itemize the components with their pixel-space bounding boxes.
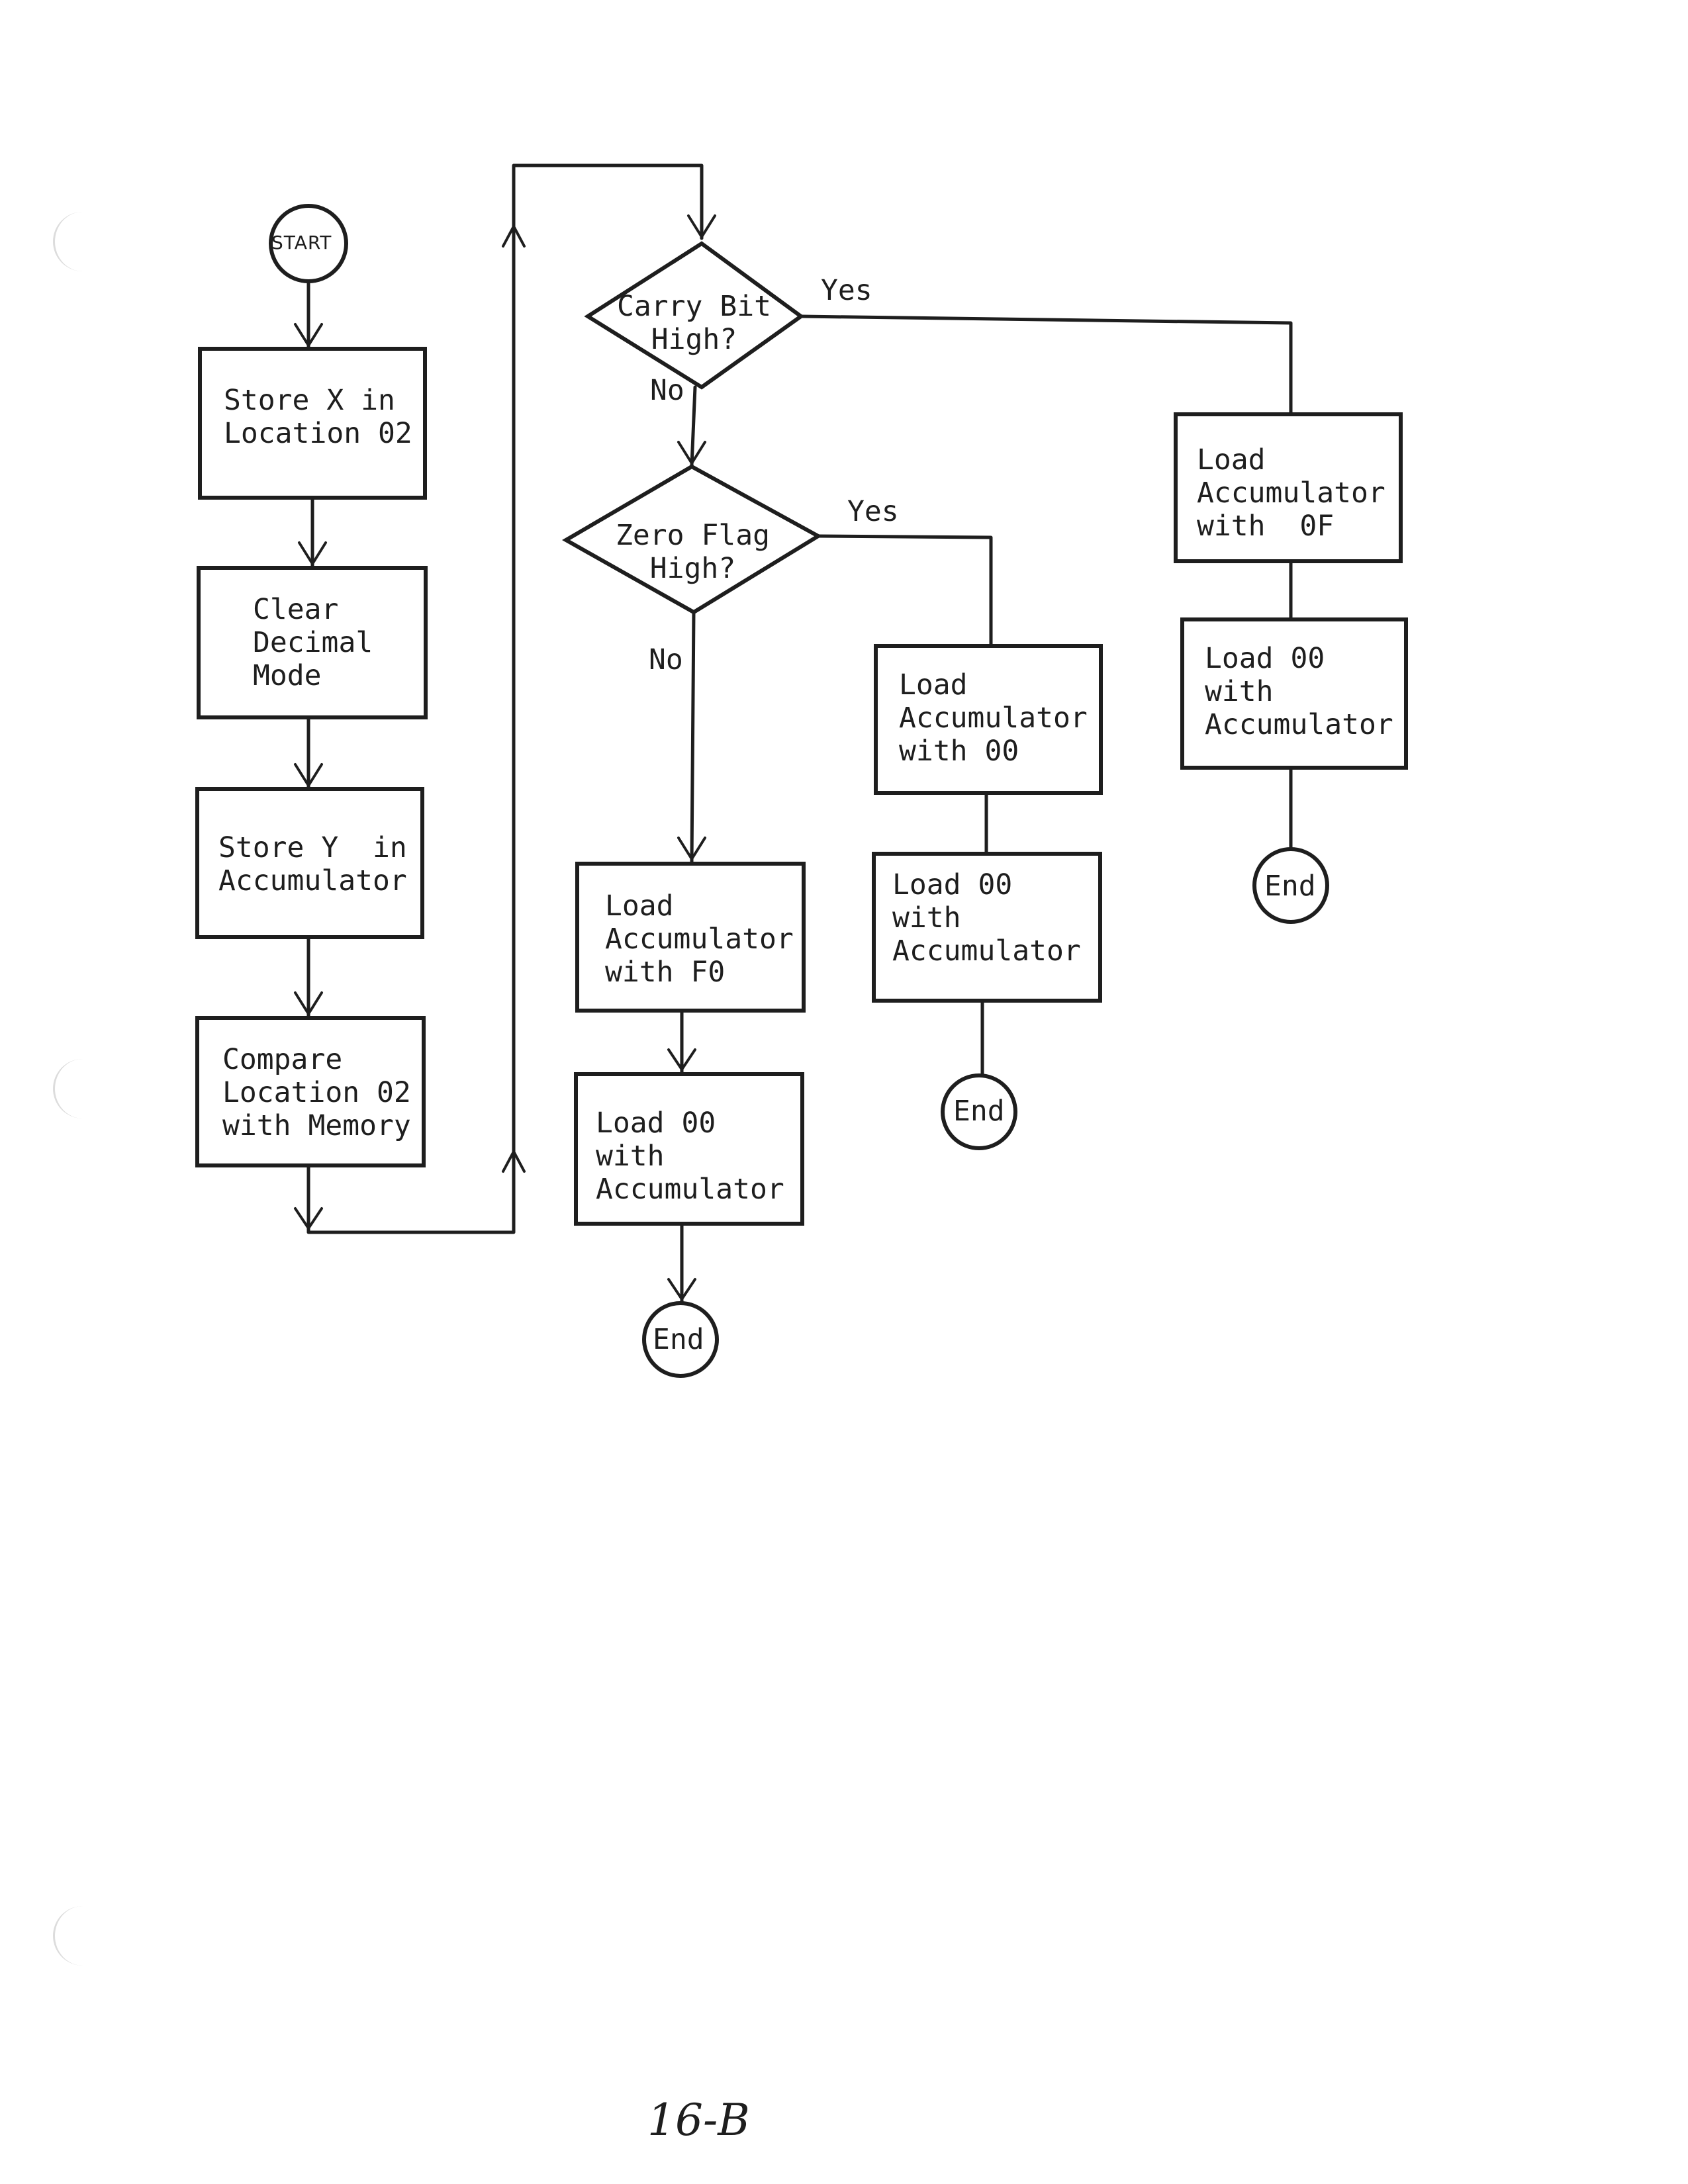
zero-no-path — [690, 610, 696, 864]
binder-hole — [53, 1906, 101, 1966]
arrowhead — [687, 214, 716, 238]
carry-decision — [584, 241, 805, 390]
carry-load-00-text: Load 00 with Accumulator — [1205, 642, 1393, 741]
carry-end-terminal — [1252, 847, 1329, 924]
compare-text: Compare Location 02 with Memory — [222, 1043, 411, 1142]
store-x-text: Store X in Location 02 — [224, 384, 412, 450]
binder-hole — [53, 212, 101, 271]
carry-load-acc-text: Load Accumulator with 0F — [1197, 443, 1385, 543]
carry-yes-path — [799, 314, 1293, 416]
neither-load-00-text: Load 00 with Accumulator — [596, 1107, 784, 1206]
binder-hole — [53, 1059, 101, 1118]
arrowhead — [502, 225, 526, 248]
arrowhead — [667, 1278, 696, 1300]
arrowhead — [294, 991, 323, 1015]
zero-decision-text: Zero Flag High? — [616, 519, 770, 585]
zero-end-text: End — [953, 1095, 1005, 1128]
zero-load-acc-text: Load Accumulator with 00 — [899, 668, 1088, 768]
carry-yes-label: Yes — [821, 274, 872, 307]
neither-load-00-box — [574, 1072, 804, 1226]
arrowhead — [294, 763, 323, 787]
arrowhead — [294, 1207, 323, 1230]
carry-load-00-box — [1180, 617, 1408, 770]
carry-load-acc-box — [1174, 412, 1403, 563]
arrowhead — [667, 1048, 696, 1071]
store-y-text: Store Y in Accumulator — [218, 831, 407, 897]
arrowhead — [677, 837, 706, 860]
clear-decimal-box — [197, 566, 428, 719]
zero-load-00-box — [872, 852, 1102, 1003]
start-label: START — [271, 232, 332, 253]
page-number: 16-B — [647, 2095, 750, 2146]
carry-end-text: End — [1264, 870, 1316, 903]
carry-decision-text: Carry Bit High? — [617, 290, 771, 356]
zero-end-terminal — [941, 1073, 1017, 1150]
clear-decimal-text: Clear Decimal Mode — [253, 593, 373, 692]
carry-no-path — [690, 385, 697, 467]
zero-load-acc-box — [874, 644, 1103, 795]
zero-no-label: No — [649, 643, 683, 676]
arrowhead — [502, 1150, 526, 1173]
neither-load-acc-box — [575, 862, 806, 1013]
compare-box — [195, 1016, 426, 1167]
arrowhead — [677, 441, 706, 465]
arrowhead — [294, 323, 323, 347]
neither-end-terminal — [642, 1301, 719, 1378]
zero-load-00-text: Load 00 with Accumulator — [892, 868, 1081, 968]
neither-end-text: End — [653, 1323, 704, 1356]
arrowhead — [298, 541, 327, 565]
loop-path — [306, 163, 704, 1234]
zero-yes-path — [816, 534, 993, 647]
carry-no-label: No — [650, 374, 684, 407]
zero-yes-label: Yes — [847, 495, 899, 528]
neither-load-acc-text: Load Accumulator with F0 — [605, 889, 794, 989]
